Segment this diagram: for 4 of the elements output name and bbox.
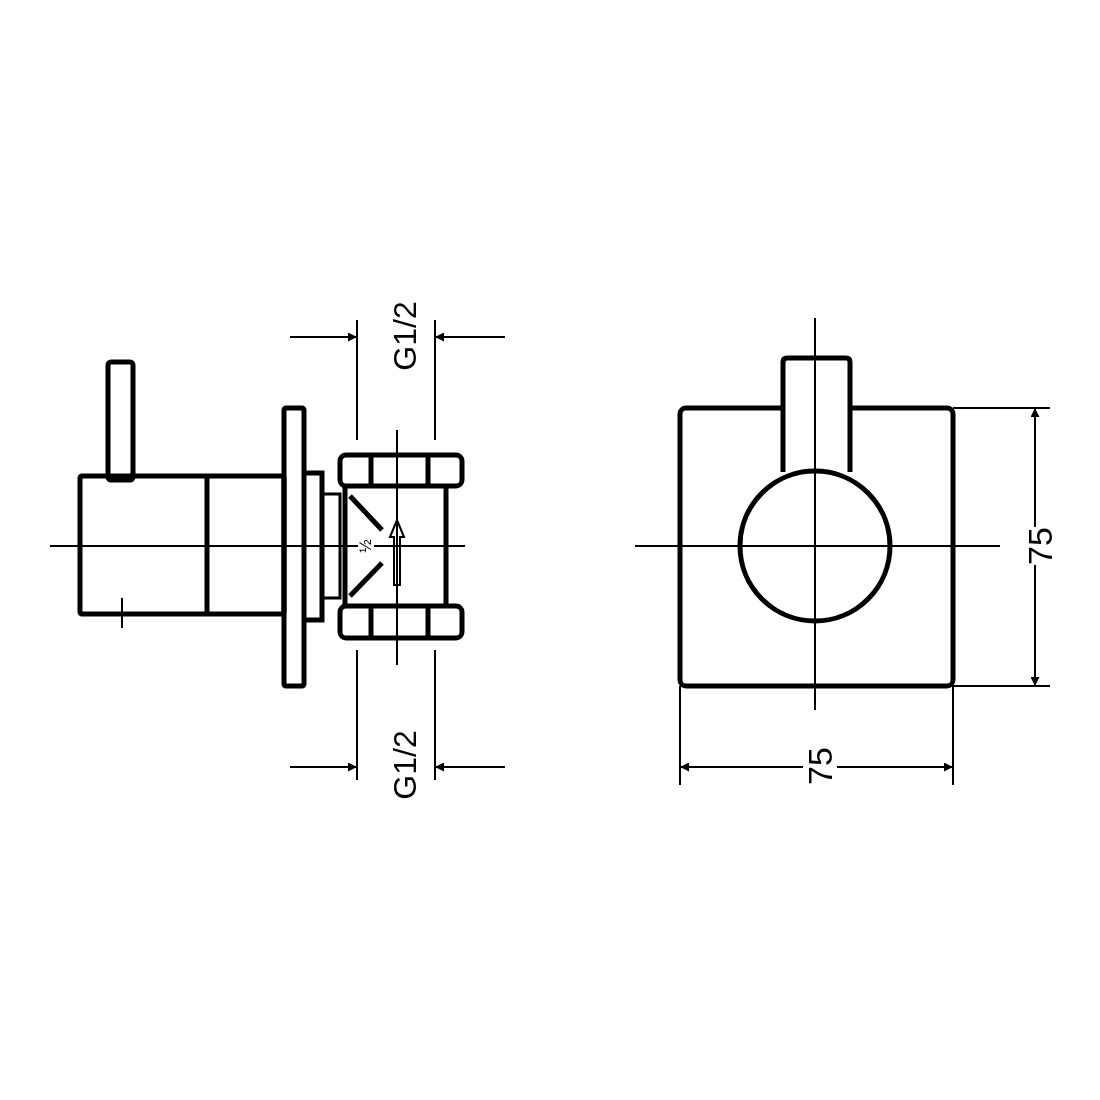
dimension-label: 75 <box>803 747 837 785</box>
size-label: ½ <box>358 539 374 553</box>
thread-size-label: G1/2 <box>389 301 421 371</box>
thread-size-label: G1/2 <box>389 730 421 800</box>
